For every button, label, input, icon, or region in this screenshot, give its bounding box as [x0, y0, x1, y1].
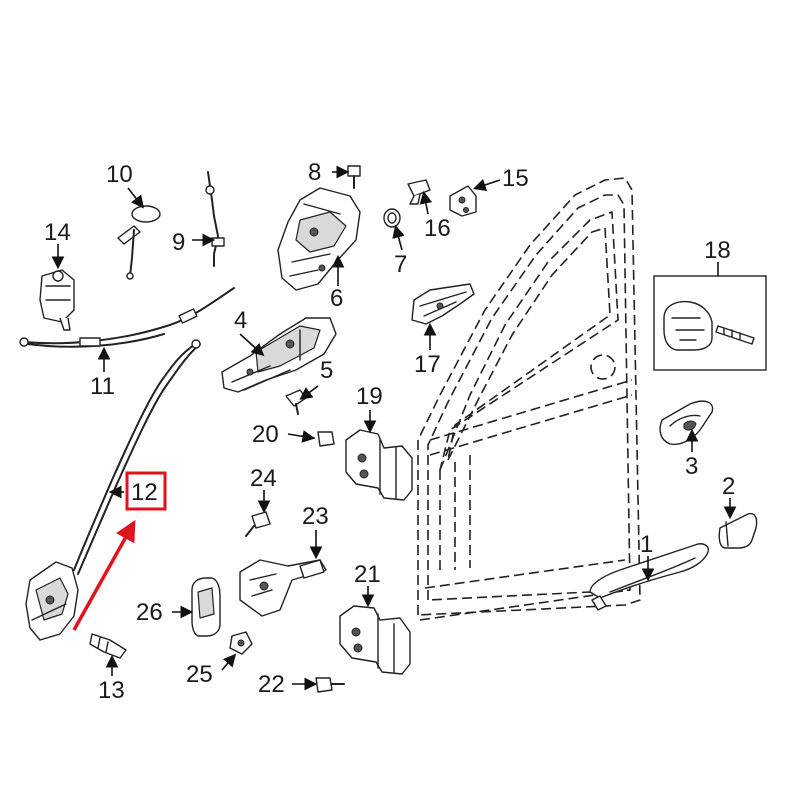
- part-18-box: [653, 275, 767, 371]
- highlight-box: [125, 471, 167, 511]
- part-11-cable: [19, 287, 235, 348]
- callout-6: 6: [330, 285, 343, 312]
- callout-23: 23: [302, 503, 329, 530]
- part-6-latch: [277, 187, 361, 291]
- callout-3: 3: [685, 453, 698, 480]
- callout-9: 9: [172, 229, 185, 256]
- part-9-rod: [205, 171, 225, 267]
- callout-14: 14: [44, 219, 71, 246]
- callout-25: 25: [186, 661, 213, 688]
- part-23-door-check: [239, 559, 327, 617]
- part-25-nut: [229, 631, 253, 655]
- part-7-grommet: [383, 208, 401, 228]
- part-17-bracket: [411, 283, 475, 325]
- callout-5: 5: [320, 357, 333, 384]
- callout-8: 8: [308, 159, 321, 186]
- callout-2: 2: [722, 473, 735, 500]
- leader-lines: [51, 165, 737, 691]
- callout-21: 21: [354, 561, 381, 588]
- callout-18: 18: [704, 237, 731, 264]
- highlight-arrow: [72, 519, 136, 631]
- callout-20: 20: [252, 421, 279, 448]
- part-10-lever: [117, 205, 161, 280]
- callout-26: 26: [136, 599, 163, 626]
- inner-door-handle: [659, 400, 714, 446]
- callout-19: 19: [356, 383, 383, 410]
- callout-1: 1: [640, 531, 653, 558]
- callout-24: 24: [250, 465, 277, 492]
- callout-10: 10: [106, 161, 133, 188]
- part-5-bolt: [285, 389, 307, 415]
- callout-16: 16: [424, 215, 451, 242]
- part-19-hinge: [345, 429, 413, 501]
- part-12-cable-and-latch: [25, 339, 201, 641]
- part-8-screw: [347, 165, 361, 189]
- callout-11: 11: [90, 373, 115, 400]
- callout-22: 22: [258, 671, 285, 698]
- callout-labels: 1 2 3 4 5 6 7 8 9 10 11 13 14 15 16 17 1…: [44, 159, 735, 704]
- part-16-clip: [407, 179, 431, 205]
- part-14-actuator: [39, 269, 75, 331]
- door-outline: [417, 177, 641, 621]
- part-15-striker: [449, 185, 477, 217]
- callout-12: 12: [131, 479, 158, 506]
- part-4-lock-assembly: [221, 317, 337, 393]
- callout-4: 4: [234, 307, 247, 334]
- callout-7: 7: [394, 251, 407, 278]
- handle-cap: [718, 512, 758, 549]
- callout-17: 17: [414, 351, 441, 378]
- part-13-bolt: [89, 633, 127, 659]
- callout-15: 15: [502, 165, 529, 192]
- part-20-bolt: [301, 431, 335, 447]
- part-24-bolt: [245, 511, 271, 537]
- highlight-callout-12: 12: [72, 471, 167, 631]
- part-26-pad: [191, 577, 221, 637]
- part-21-hinge: [339, 605, 411, 675]
- callout-13: 13: [98, 677, 125, 704]
- part-22-bolt: [315, 677, 345, 693]
